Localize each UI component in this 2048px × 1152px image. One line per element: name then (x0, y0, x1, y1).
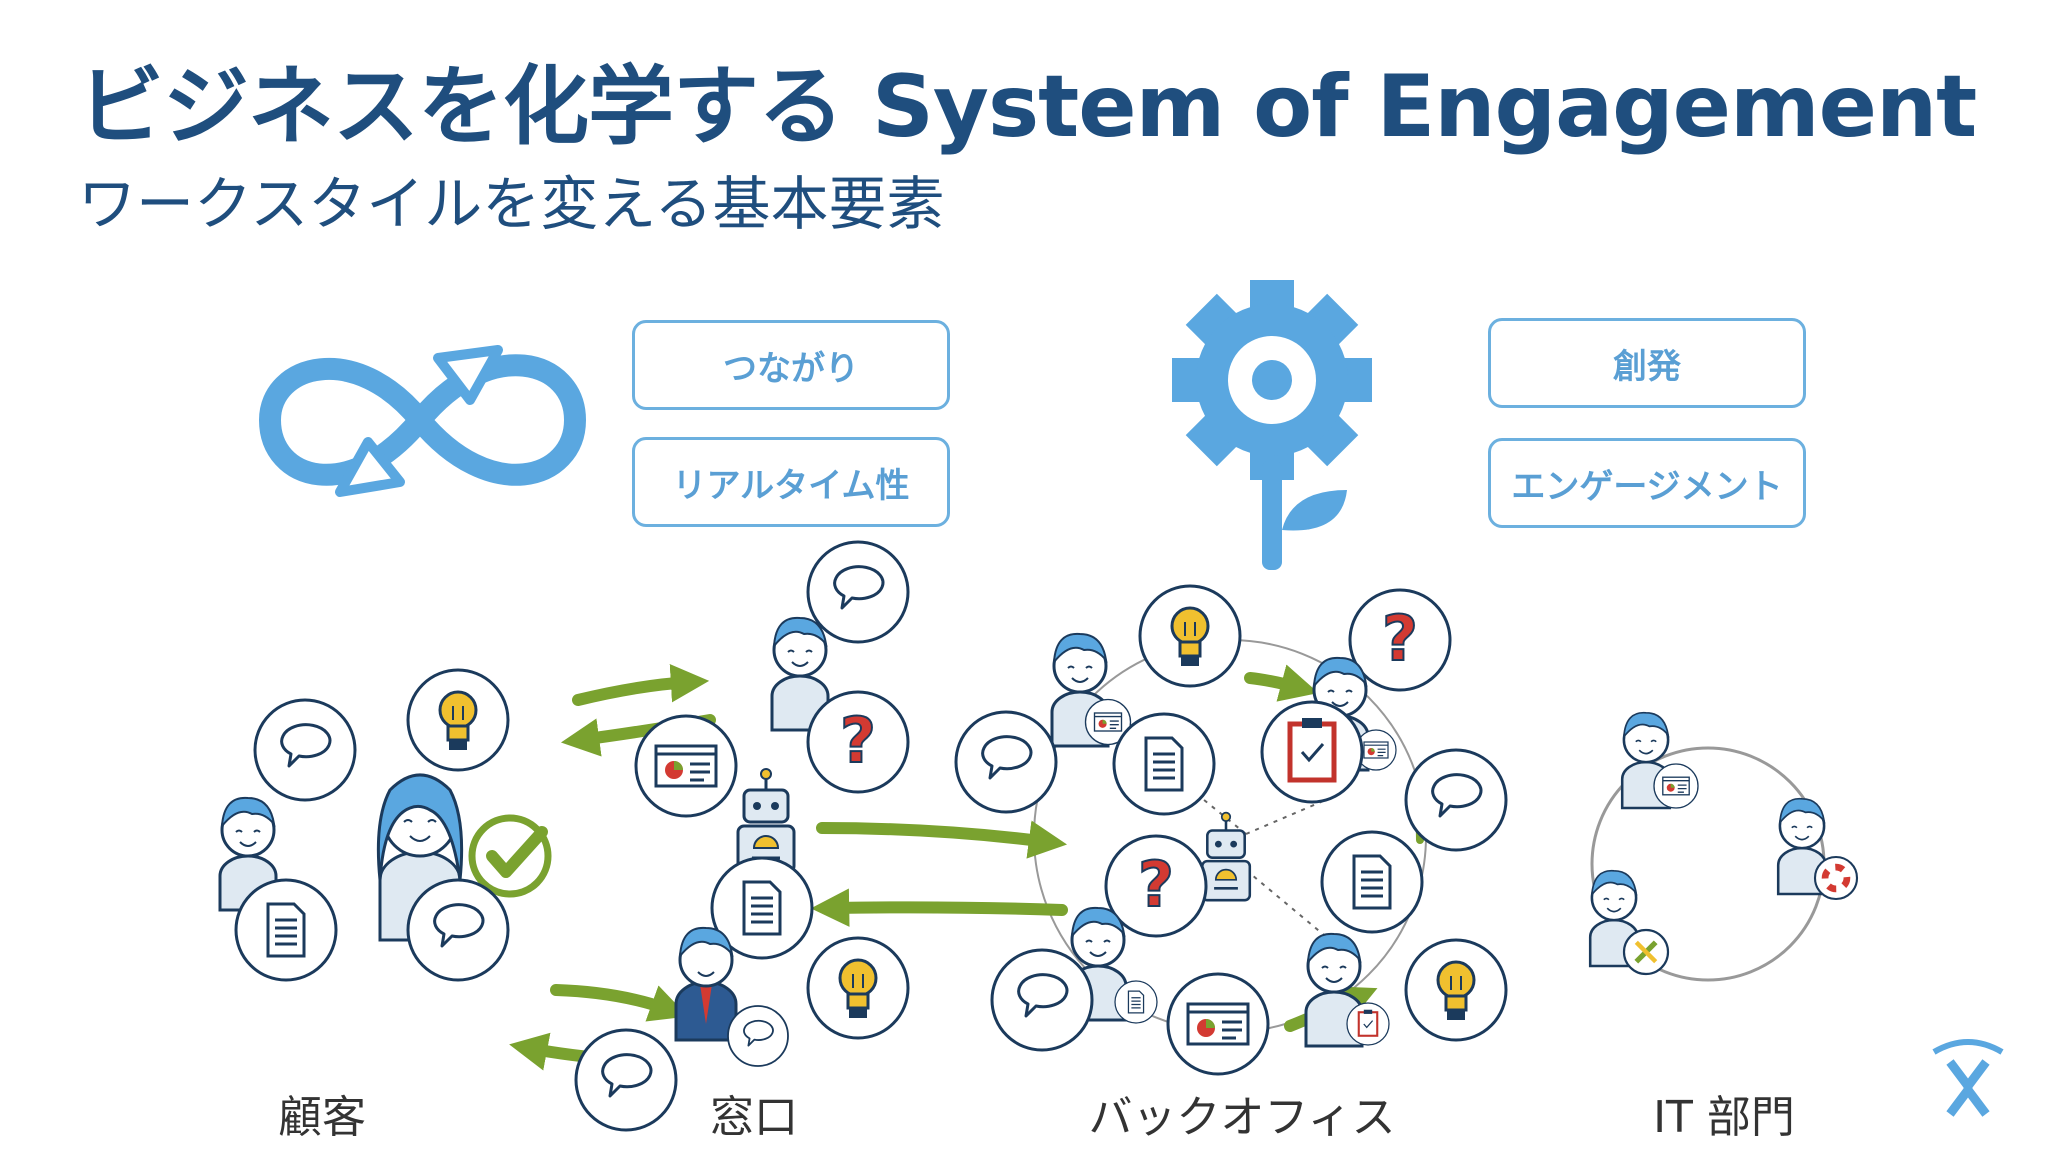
section-label-it-dept: IT 部門 (1653, 1092, 1795, 1143)
robot-icon (1200, 811, 1252, 902)
speech-bubble-icon (806, 540, 910, 644)
infinity-loop-icon (258, 345, 587, 497)
page-subtitle: ワークスタイルを変える基本要素 (78, 170, 945, 238)
tag-creation: 創発 (1488, 318, 1806, 408)
question-mark-icon (1348, 588, 1452, 692)
speech-bubble-icon (253, 698, 357, 802)
front-desk-group (574, 540, 910, 1132)
lifebuoy-icon (1813, 855, 1859, 901)
speech-bubble-icon (574, 1028, 678, 1132)
dashboard-icon (634, 714, 738, 818)
document-icon (1320, 830, 1424, 934)
tag-realtime: リアルタイム性 (632, 437, 950, 527)
lightbulb-icon (806, 936, 910, 1040)
lightbulb-icon (406, 668, 510, 772)
back-office-group (954, 584, 1508, 1076)
section-label-back-office: バックオフィス (1088, 1092, 1396, 1143)
robot-icon (736, 767, 796, 874)
tag-engagement: エンゲージメント (1488, 438, 1806, 528)
speech-bubble-icon (1404, 748, 1508, 852)
speech-bubble-icon (727, 1005, 789, 1067)
speech-bubble-icon (954, 710, 1058, 814)
gear-flower-icon (1172, 280, 1372, 570)
speech-bubble-icon (406, 878, 510, 982)
document-icon (1112, 712, 1216, 816)
clipboard-check-icon (1262, 702, 1362, 802)
document-icon (234, 878, 338, 982)
tools-icon (1622, 928, 1670, 976)
it-dept-group (1588, 711, 1859, 976)
question-mark-icon (806, 690, 910, 794)
customer-group (218, 668, 552, 982)
atlassian-logo-icon (1932, 1039, 2004, 1117)
speech-bubble-icon (990, 948, 1094, 1052)
tag-connection: つながり (632, 320, 950, 410)
lightbulb-icon (1404, 938, 1508, 1042)
section-label-customer: 顧客 (278, 1092, 366, 1143)
lightbulb-icon (1138, 584, 1242, 688)
checkmark-icon (468, 814, 552, 898)
dashboard-icon (1166, 972, 1270, 1076)
section-label-front-desk: 窓口 (710, 1092, 798, 1143)
page-title: ビジネスを化学する System of Engagement (78, 57, 1977, 157)
